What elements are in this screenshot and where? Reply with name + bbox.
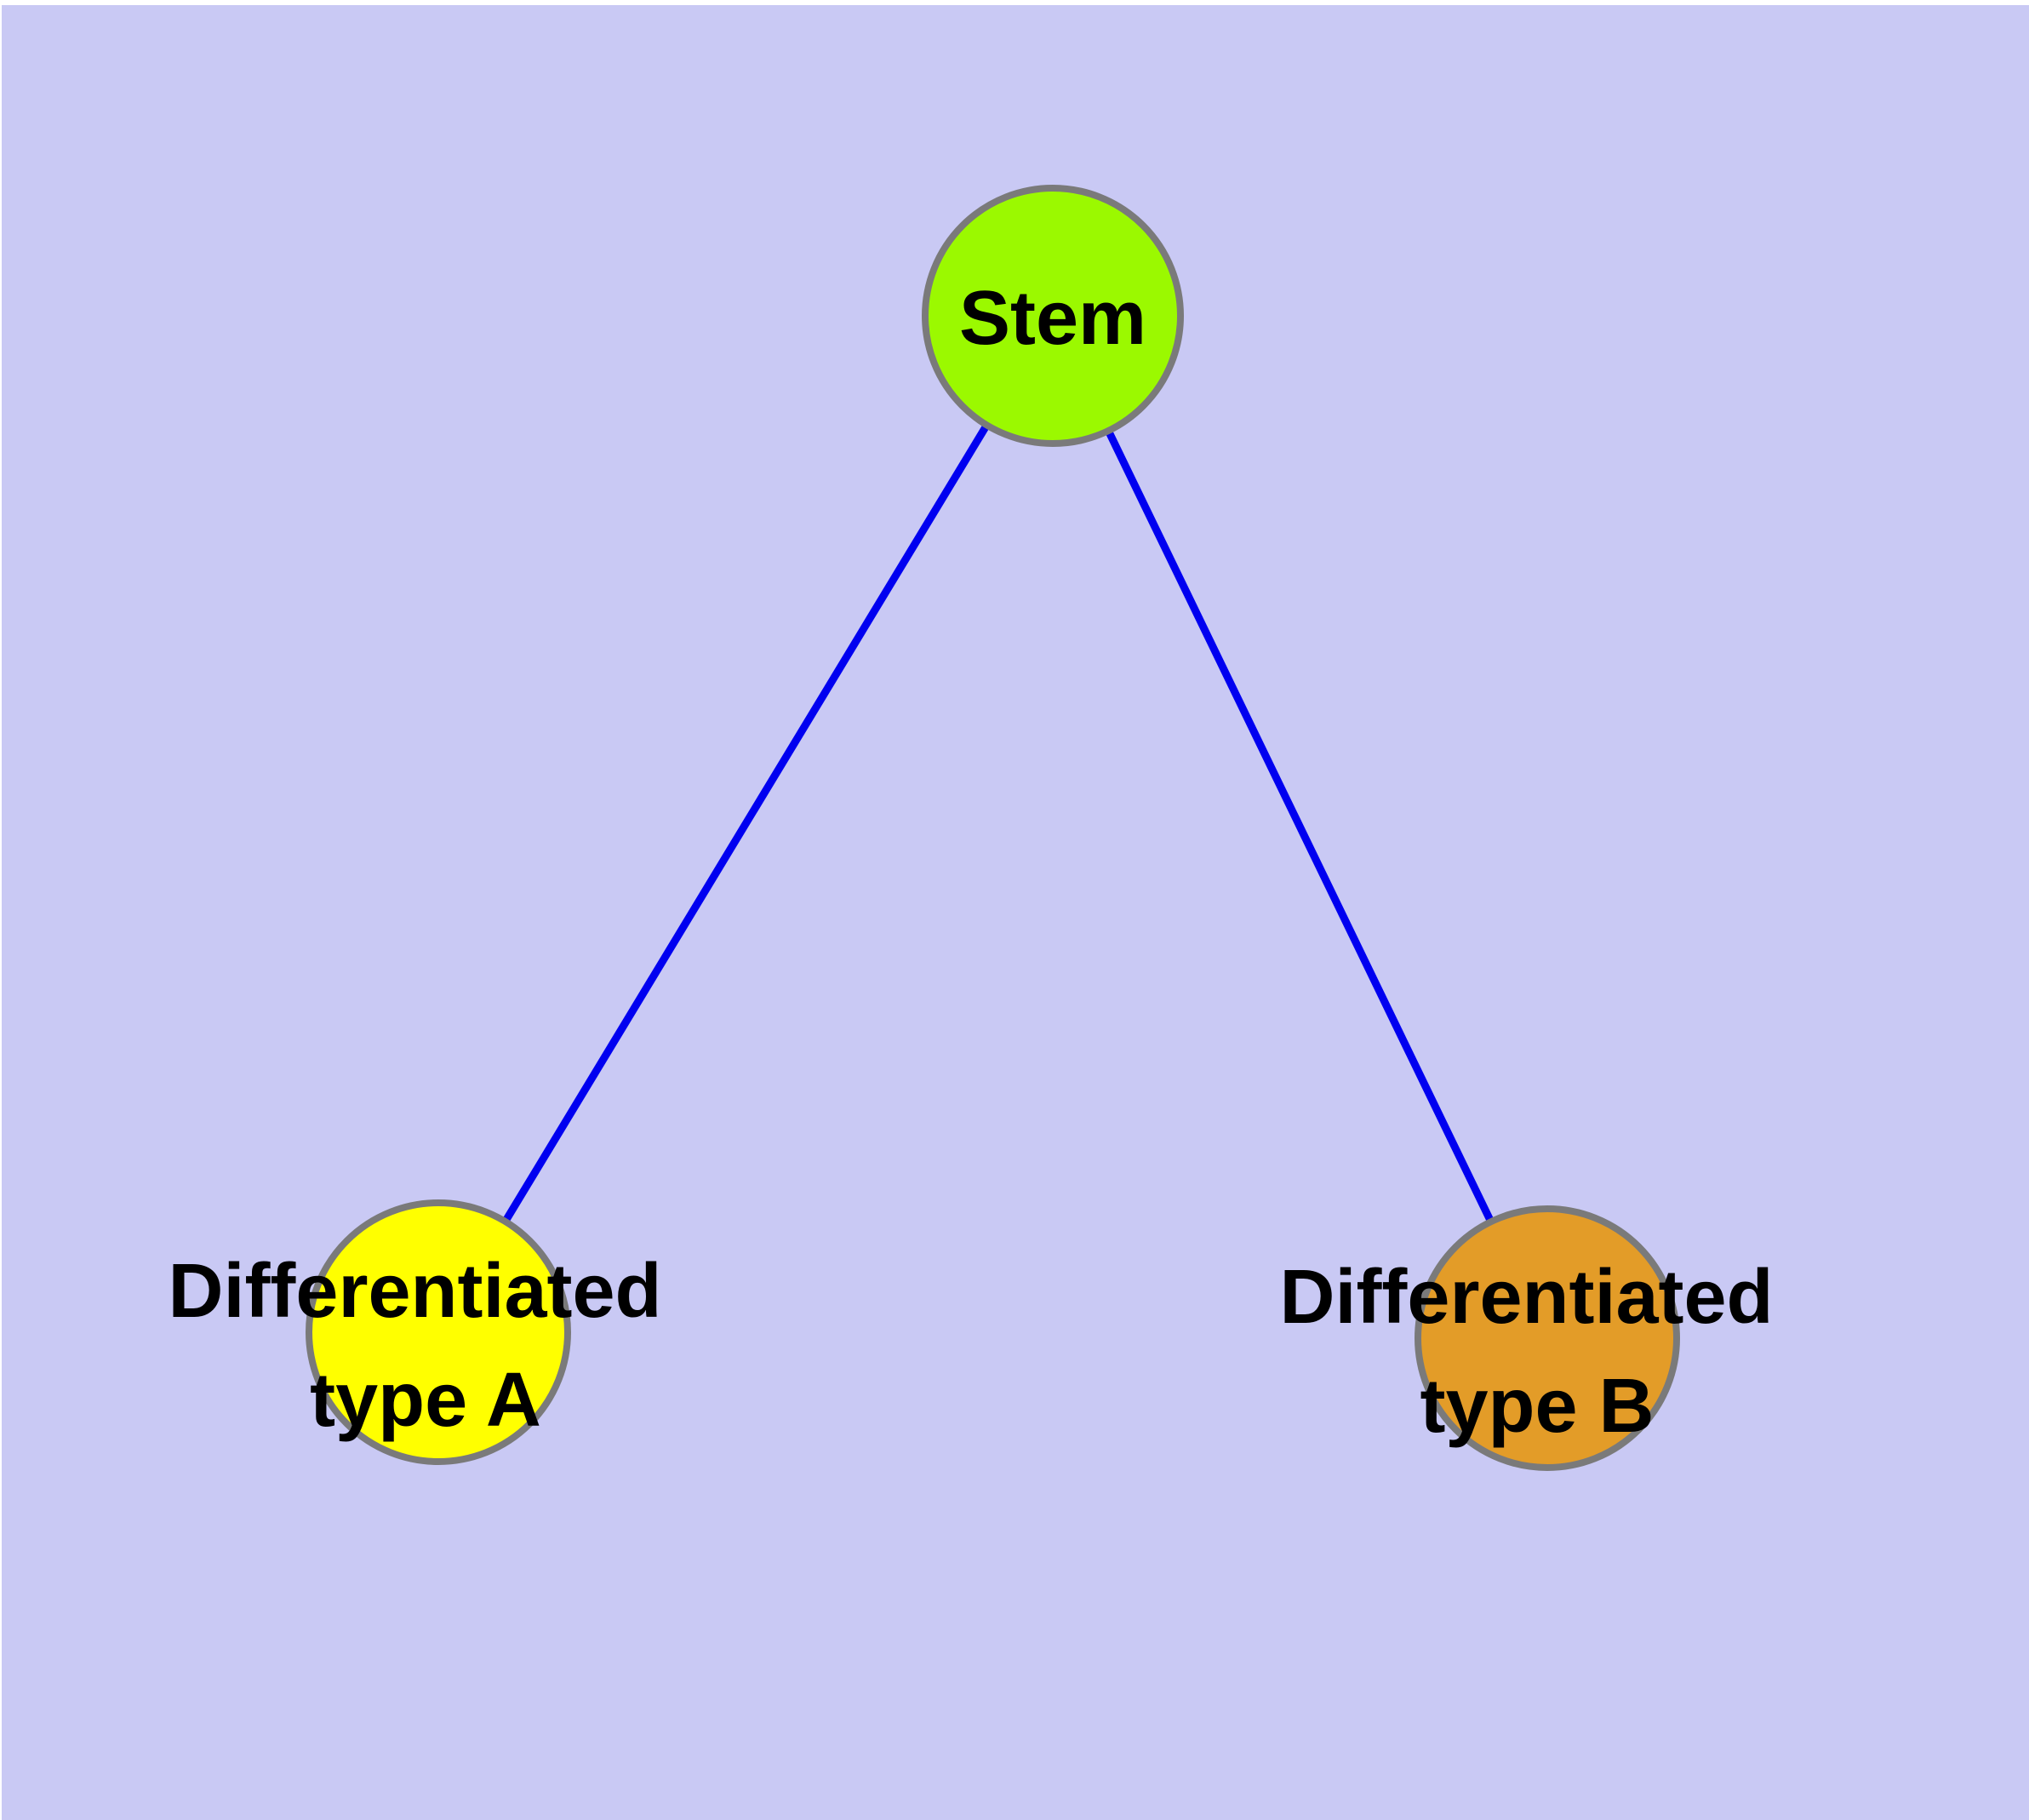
node-stem-circle[interactable]: [922, 185, 1184, 447]
node-differentiated-type-b[interactable]: Differentiated type B: [1279, 1205, 1794, 1471]
node-type-b-circle[interactable]: [1415, 1205, 1680, 1471]
edge-stem-to-type-b[interactable]: [1049, 314, 1552, 1340]
node-stem[interactable]: Stem: [922, 185, 1184, 447]
node-differentiated-type-a[interactable]: Differentiated type A: [168, 1199, 683, 1465]
edge-stem-to-type-a[interactable]: [435, 313, 1056, 1335]
node-type-b-label: Differentiated type B: [1279, 1255, 1794, 1449]
node-type-a-circle[interactable]: [306, 1199, 571, 1465]
node-type-a-label: Differentiated type A: [168, 1249, 683, 1443]
node-stem-label: Stem: [959, 276, 1146, 361]
